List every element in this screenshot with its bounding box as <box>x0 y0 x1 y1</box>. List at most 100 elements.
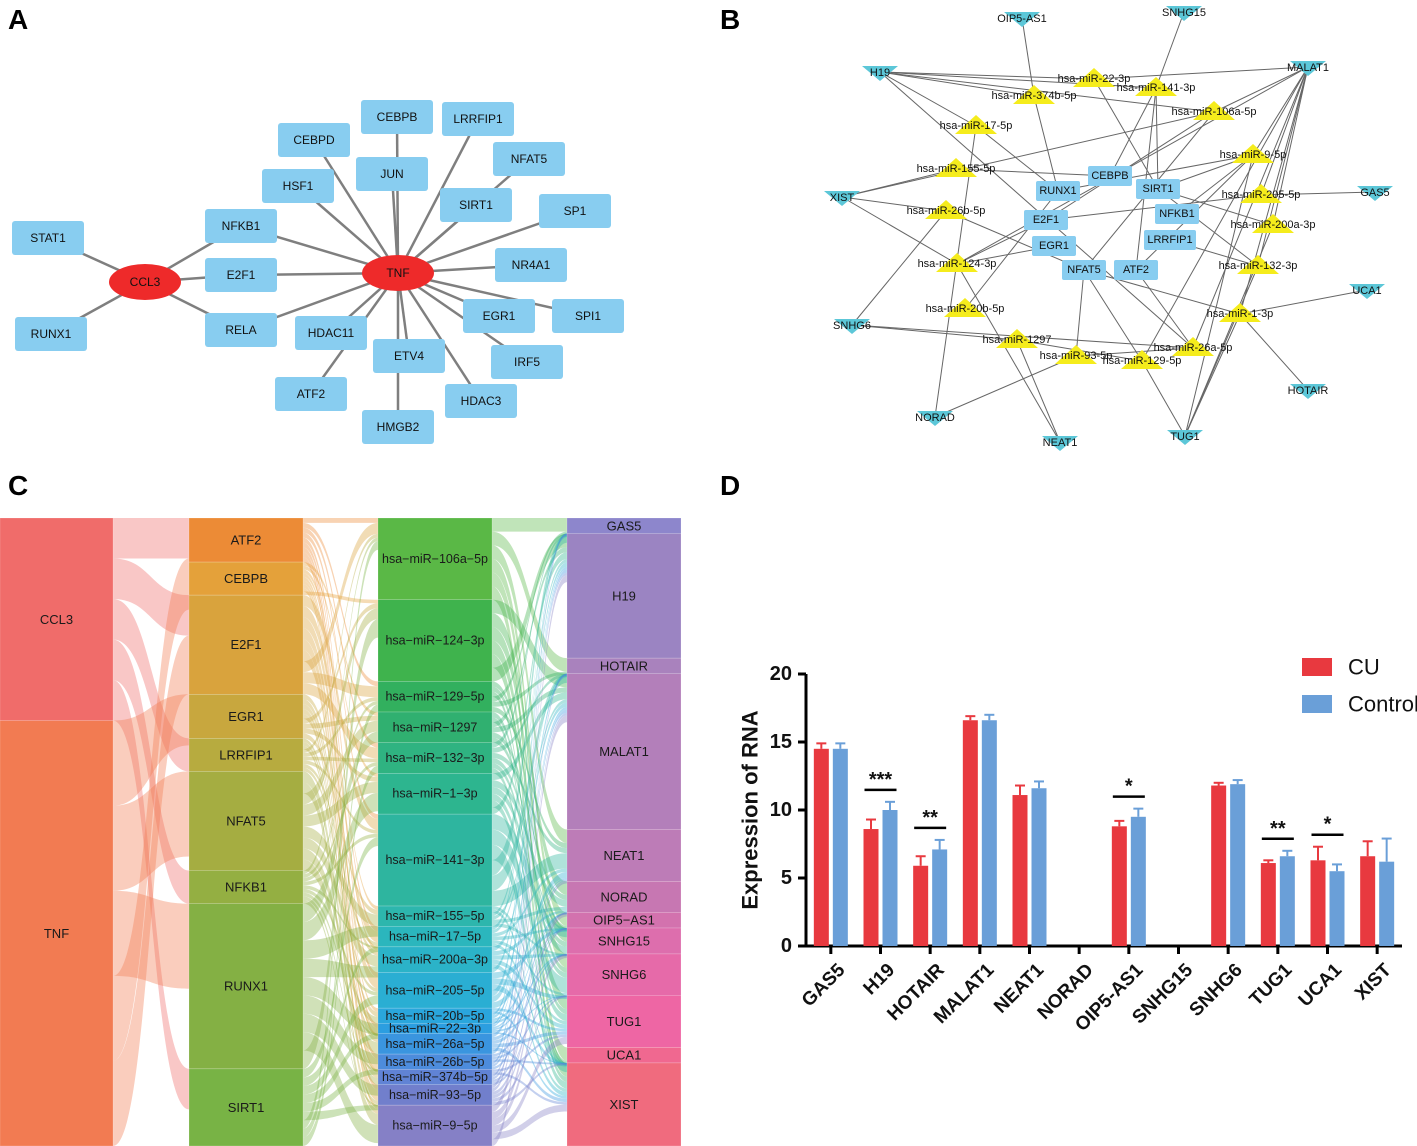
sankey-flow <box>303 557 378 1090</box>
sankey-flow <box>492 912 567 1021</box>
sankey-flow <box>492 853 567 907</box>
sankey-flow <box>303 527 378 748</box>
mirna-node-label: hsa-miR-141-3p <box>1117 82 1196 94</box>
sankey-flow <box>303 672 378 698</box>
gene-node-nfat5 <box>493 142 565 176</box>
gene-node-lrrfip1 <box>442 102 514 136</box>
sankey-flow <box>113 639 189 904</box>
panel-label-c: C <box>8 470 29 501</box>
sankey-flow <box>303 576 378 1012</box>
sankey-node-label: hsa−miR−26b−5p <box>385 1055 484 1069</box>
sankey-flow <box>303 518 378 523</box>
sankey-flow <box>303 742 378 1072</box>
sankey-flow <box>492 953 567 1085</box>
sankey-flow <box>492 709 567 1038</box>
gene-node-hmgb2 <box>362 410 434 444</box>
x-tick-label: UCA1 <box>1295 959 1347 1011</box>
sankey-node-label: GAS5 <box>607 518 642 533</box>
sankey-flow <box>492 768 567 1067</box>
lncrna-node-label: H19 <box>870 67 890 79</box>
sankey-flow <box>303 587 378 1109</box>
sankey-flow <box>303 580 378 1038</box>
sankey-flow <box>303 562 378 716</box>
gene-node-label: RELA <box>225 323 256 337</box>
sankey-flow <box>303 532 378 820</box>
cerna-edge <box>1239 289 1368 315</box>
gene-node-label: HMGB2 <box>377 420 420 434</box>
sankey-node-label: OIP5−AS1 <box>593 913 655 928</box>
sankey-node-label: TUG1 <box>607 1014 642 1029</box>
sankey-node <box>377 946 493 973</box>
lncrna-node <box>1004 12 1040 27</box>
bar-control <box>832 748 848 946</box>
panel-label-d: D <box>720 470 741 501</box>
sankey-flow <box>303 533 378 754</box>
lncrna-node-label: GAS5 <box>1360 187 1389 199</box>
sankey-flow <box>303 837 378 1078</box>
cerna-edge <box>1093 66 1309 80</box>
cerna-edge <box>1252 66 1309 156</box>
mirna-node-label: hsa-miR-374b-5p <box>992 90 1077 102</box>
gene-node-label: RUNX1 <box>1039 185 1076 197</box>
cerna-edge <box>1075 347 1194 357</box>
sankey-flow <box>492 1059 567 1065</box>
sankey-flow <box>113 518 189 559</box>
sankey-flow <box>492 699 567 920</box>
sankey-node-label: hsa−miR−129−5p <box>385 690 484 704</box>
sankey-flow <box>492 879 567 1070</box>
x-tick-label: H19 <box>860 960 899 999</box>
mirna-node-label: hsa-miR-205-5p <box>1222 189 1301 201</box>
sankey-flow <box>303 1013 378 1096</box>
sankey-flow <box>303 700 378 878</box>
gene-node-nr4a1 <box>495 248 567 282</box>
sankey-flow <box>492 829 567 994</box>
significance-stars: *** <box>869 769 893 791</box>
sankey-flow <box>303 603 378 724</box>
legend-label-cu: CU <box>1348 655 1380 680</box>
cerna-edge <box>1075 269 1085 357</box>
cerna-edge <box>841 196 947 212</box>
sankey-node <box>377 972 493 1009</box>
gene-node-runx1 <box>15 317 87 351</box>
mirna-node-label: hsa-miR-124-3p <box>918 258 997 270</box>
sankey-flow <box>492 586 567 1062</box>
cerna-edge <box>1016 339 1061 443</box>
sankey-flow <box>303 995 378 1065</box>
sankey-node-label: hsa−miR−1297 <box>393 720 478 734</box>
sankey-flow <box>492 928 567 1031</box>
sankey-flow <box>303 792 378 941</box>
cerna-edge <box>1155 11 1185 89</box>
mirna-node-label: hsa-miR-1297 <box>982 334 1051 346</box>
gene-node-label: ATF2 <box>297 387 326 401</box>
cerna-edge <box>1157 188 1259 267</box>
sankey-node <box>188 1068 304 1146</box>
cerna-edge <box>955 168 1111 177</box>
cerna-edge <box>1155 87 1159 190</box>
cerna-edge <box>1213 66 1309 113</box>
sankey-flow <box>303 608 378 805</box>
sankey-node-label: hsa−miR−9−5p <box>392 1119 477 1133</box>
lncrna-node-label: HOTAIR <box>1288 385 1329 397</box>
sankey-flow <box>303 859 378 1054</box>
sankey-flow <box>492 763 567 978</box>
sankey-flow <box>492 943 567 1066</box>
hub-node-ccl3 <box>109 264 181 300</box>
sankey-node-label: hsa−miR−374b−5p <box>382 1070 488 1084</box>
sankey-node-label: XIST <box>610 1097 639 1112</box>
gene-node-cebpd <box>278 123 350 157</box>
sankey-node <box>566 953 682 996</box>
sankey-node <box>377 1104 493 1146</box>
sankey-node <box>377 599 493 682</box>
sankey-flow <box>492 712 567 1015</box>
gene-node-egr1 <box>463 299 535 333</box>
lncrna-node <box>1290 61 1326 76</box>
ppi-edge <box>396 272 483 402</box>
gene-node-sp1 <box>539 194 611 228</box>
panel-label-a: A <box>8 4 29 35</box>
sankey-node <box>0 720 114 1146</box>
sankey-flow <box>492 673 567 753</box>
gene-node-nfkb1 <box>205 209 277 243</box>
lncrna-node <box>824 191 860 206</box>
